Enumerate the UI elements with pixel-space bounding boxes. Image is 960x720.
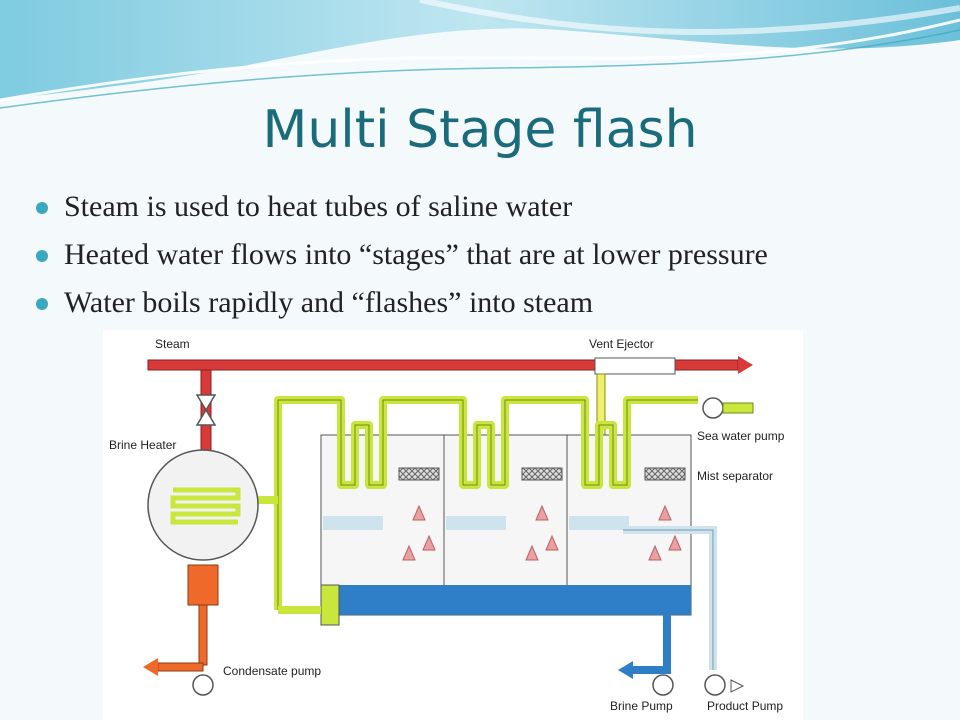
label-sea-water-pump: Sea water pump <box>697 429 785 443</box>
brine-outlet-horizontal <box>633 666 671 674</box>
steam-arrow-icon <box>738 356 753 374</box>
heater-coil <box>170 487 241 525</box>
steam-valve-icon <box>195 394 217 426</box>
brine-pool <box>331 585 691 615</box>
bullet-dot-icon <box>36 250 48 262</box>
label-brine-pump: Brine Pump <box>610 699 673 713</box>
brine-arrow-icon <box>618 661 633 679</box>
bullet-item: Heated water flows into “stages” that ar… <box>32 238 952 286</box>
label-condensate-pump: Condensate pump <box>223 664 321 678</box>
product-arrow-icon <box>730 679 745 693</box>
product-pump-icon <box>704 674 726 696</box>
label-mist-separator: Mist separator <box>697 469 773 483</box>
mist-separator <box>644 467 686 481</box>
distillate-tray <box>569 516 629 530</box>
bullet-item: Steam is used to heat tubes of saline wa… <box>32 190 952 238</box>
condensate-line <box>198 604 208 666</box>
label-brine-heater: Brine Heater <box>109 438 176 452</box>
bullet-text: Steam is used to heat tubes of saline wa… <box>64 190 573 223</box>
msf-diagram: Steam Vent Ejector Brine Heater Sea wate… <box>103 330 803 720</box>
condensate-pump-icon <box>192 674 214 696</box>
label-steam: Steam <box>155 337 190 351</box>
brine-outlet-line <box>663 615 671 670</box>
bullet-list: Steam is used to heat tubes of saline wa… <box>32 190 952 334</box>
header-wave-decoration <box>0 0 960 109</box>
slide-title: Multi Stage flash <box>262 100 698 160</box>
brine-inlet-box <box>320 584 340 626</box>
bullet-dot-icon <box>36 298 48 310</box>
condensate-arrow-icon <box>143 658 158 676</box>
heater-outlet-tube <box>253 496 321 614</box>
flash-arrows <box>402 504 682 561</box>
bullet-dot-icon <box>36 202 48 214</box>
sea-water-inlet <box>722 402 754 414</box>
sea-water-pump-icon <box>702 397 724 419</box>
bullet-item: Water boils rapidly and “flashes” into s… <box>32 286 952 334</box>
label-product-pump: Product Pump <box>707 699 783 713</box>
vent-ejector <box>594 357 676 375</box>
condensate-collector <box>187 564 219 606</box>
label-vent-ejector: Vent Ejector <box>589 337 654 351</box>
bullet-text: Heated water flows into “stages” that ar… <box>64 238 768 271</box>
mist-separator <box>398 467 440 481</box>
condensate-outlet <box>157 662 204 672</box>
distillate-tray <box>323 516 383 530</box>
brine-pump-icon <box>652 674 674 696</box>
distillate-tray <box>446 516 506 530</box>
mist-separator <box>521 467 563 481</box>
bullet-text: Water boils rapidly and “flashes” into s… <box>64 286 594 319</box>
